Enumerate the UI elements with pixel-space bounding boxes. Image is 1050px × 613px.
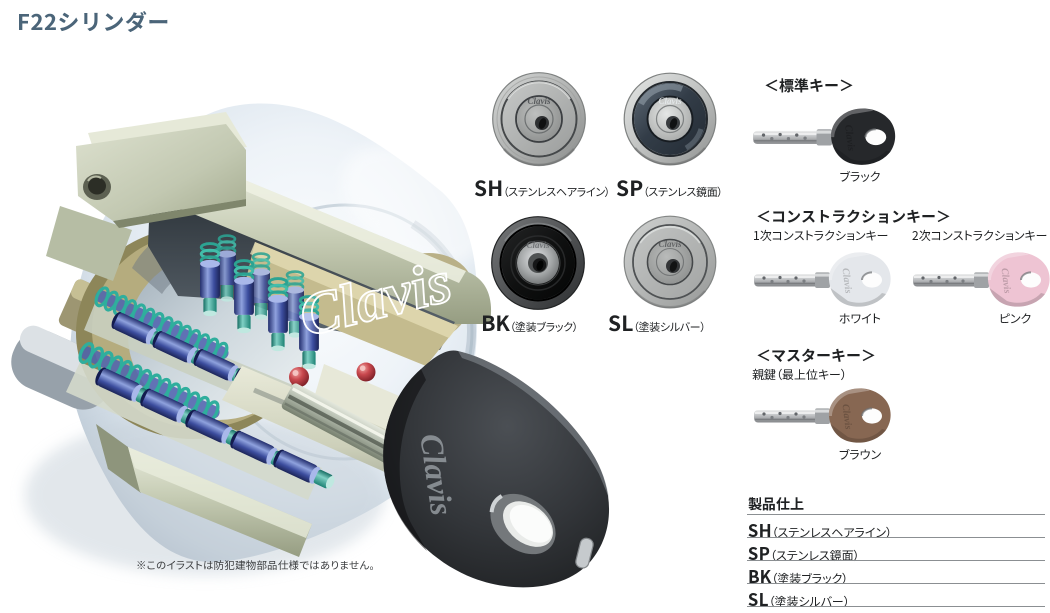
finish-name: （ステンレスヘアライン） [503,184,610,200]
dial-logo-text: Clavis [658,96,681,106]
construction-key1-sub: 1次コンストラクションキー [753,227,889,244]
finish-name: （塗装ブラック） [509,319,579,335]
finish-code: SP [616,173,644,203]
key-master-brown [753,387,892,444]
finish-code: BK [481,308,510,338]
spec-table-header: 製品仕上 [748,494,804,514]
page-title: F22シリンダー [17,5,170,37]
finish-dial-sl: Clavis [623,215,717,309]
spec-name: （塗装シルバー） [768,593,850,610]
finish-caption-sh: SH（ステンレスヘアライン） [474,173,610,203]
finish-code: SL [608,308,634,338]
spec-row-bk: BK（塗装ブラック） [748,563,848,588]
spec-divider [747,514,1045,515]
master-key-heading: ＜マスターキー＞ [756,345,877,366]
master-key-sub: 親鍵（最上位キー） [752,366,848,383]
master-key-label: ブラウン [838,446,882,463]
finish-caption-sl: SL（塗装シルバー） [608,308,706,338]
spec-name: （塗装ブラック） [771,570,849,587]
dial-logo-text: Clavis [658,239,681,249]
illustration-note: ※このイラストは防犯建物部品仕様ではありません。 [136,558,375,573]
spec-divider [747,583,1045,584]
standard-key-label: ブラック [839,168,881,185]
spec-code: SL [748,586,769,611]
spec-divider [747,537,1045,538]
spec-name: （ステンレス鏡面） [769,547,860,564]
inserted-key-head: Clavis [383,350,610,588]
spec-code: SH [748,517,772,542]
spec-code: BK [748,563,772,588]
finish-name: （塗装シルバー） [633,319,706,335]
key-construction-white [753,251,892,308]
construction-key-heading: ＜コンストラクションキー＞ [756,206,952,227]
spec-name: （ステンレスヘアライン） [771,524,893,541]
finish-code: SH [474,173,504,203]
dial-logo-text: Clavis [527,96,550,106]
finish-dial-sp: Clavis [623,72,717,166]
spec-row-sl: SL（塗装シルバー） [748,586,850,611]
finish-dial-bk: Clavis [491,216,585,310]
construction-key1-label: ホワイト [838,310,882,327]
spec-divider [747,560,1045,561]
construction-key2-sub: 2次コンストラクションキー [912,227,1048,244]
construction-key2-label: ピンク [998,310,1032,327]
finish-dial-sh: Clavis [492,72,586,167]
spec-row-sh: SH（ステンレスヘアライン） [748,517,892,542]
finish-caption-bk: BK（塗装ブラック） [481,308,578,338]
dial-logo-text: Clavis [526,240,549,250]
key-construction-pink [912,251,1050,308]
key-standard-black [752,107,897,166]
cylinder-cutaway-illustration: Clavis Clavis [11,103,610,588]
standard-key-heading: ＜標準キー＞ [764,75,855,96]
finish-caption-sp: SP（ステンレス鏡面） [616,173,723,203]
spec-row-sp: SP（ステンレス鏡面） [748,540,860,565]
spec-divider [747,606,1045,607]
finish-name: （ステンレス鏡面） [643,184,723,200]
spec-code: SP [748,540,770,565]
